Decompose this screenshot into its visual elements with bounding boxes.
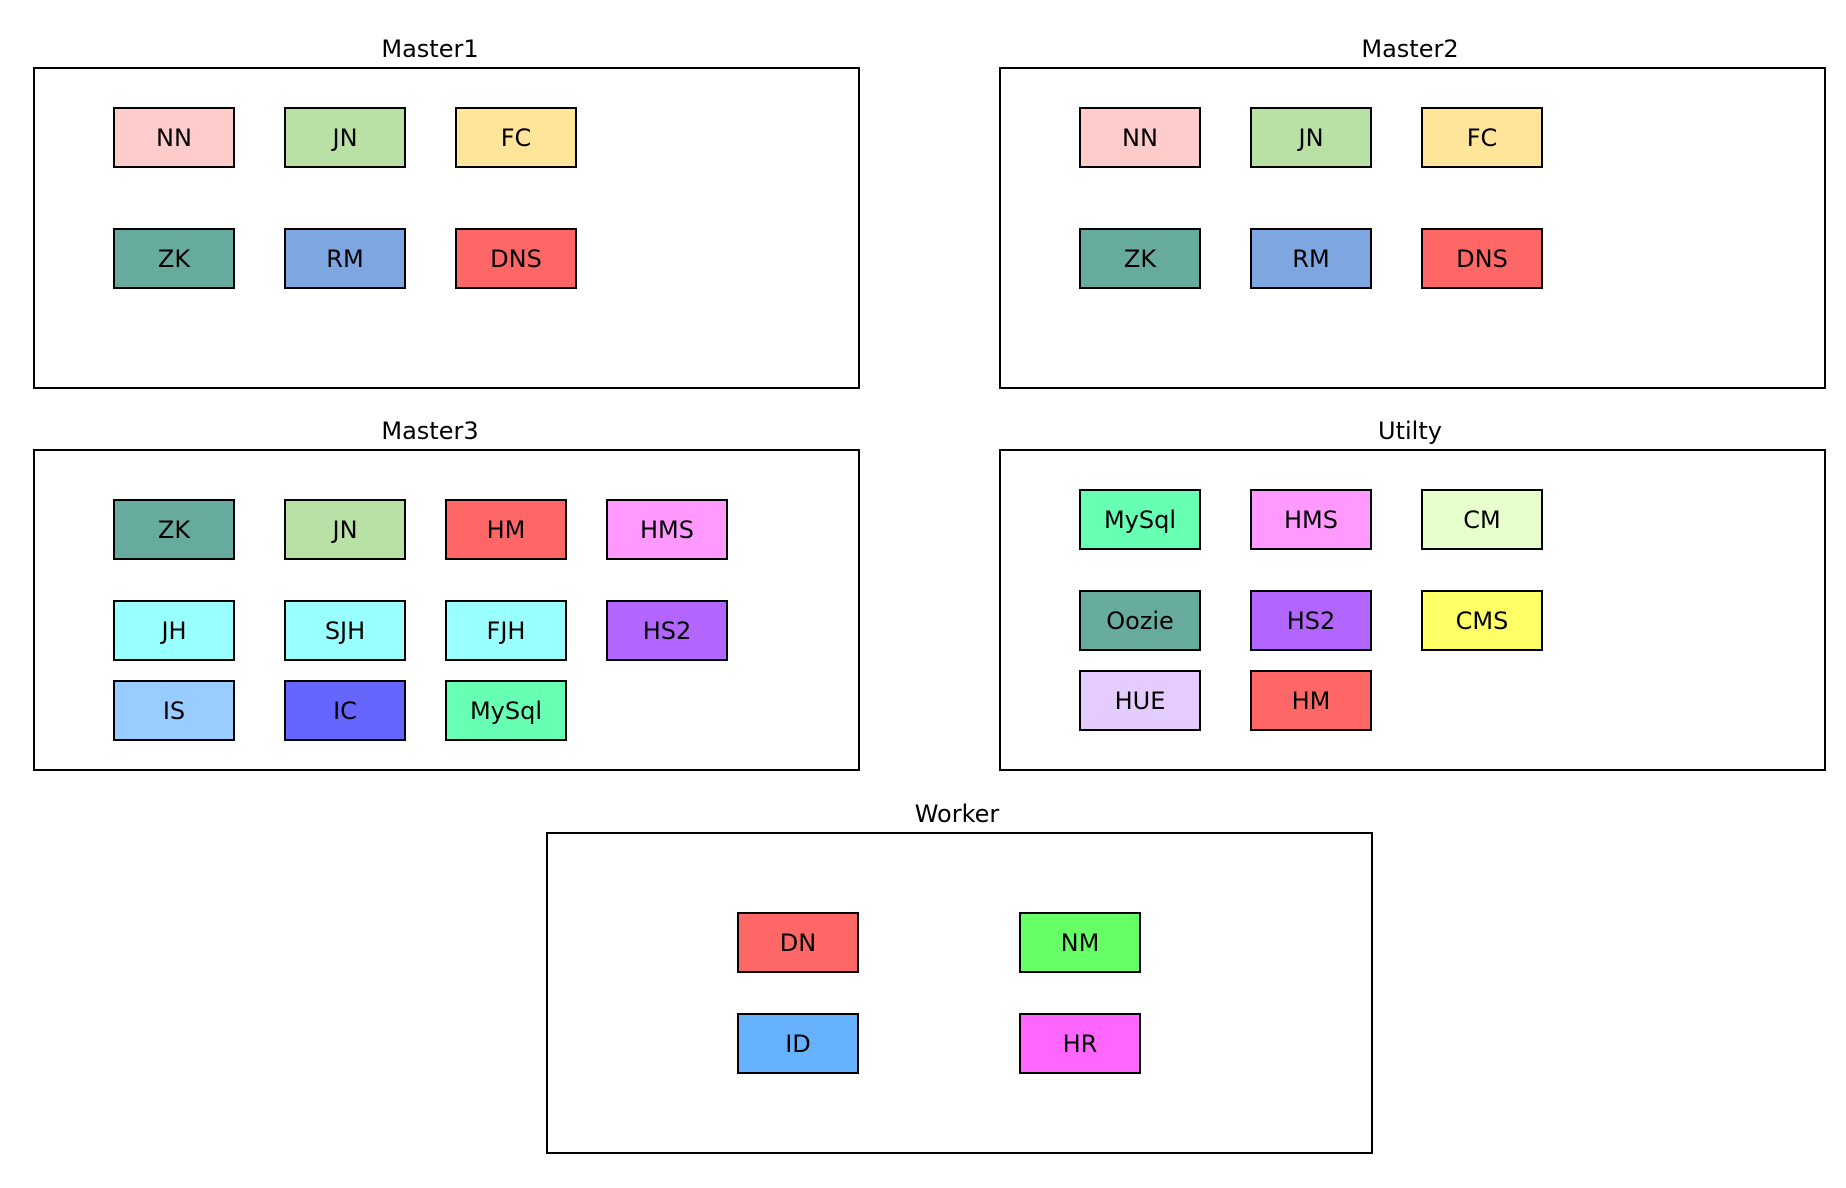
service-node-cms: CMS <box>1421 590 1543 651</box>
service-node-mysql: MySql <box>1079 489 1201 550</box>
service-node-hr: HR <box>1019 1013 1141 1074</box>
group-title-master2: Master2 <box>1361 35 1459 63</box>
service-node-dn: DN <box>737 912 859 973</box>
service-node-is: IS <box>113 680 235 741</box>
service-node-jh: JH <box>113 600 235 661</box>
service-node-rm: RM <box>1250 228 1372 289</box>
service-node-zk: ZK <box>113 228 235 289</box>
service-node-jn: JN <box>284 107 406 168</box>
service-node-fc: FC <box>455 107 577 168</box>
service-node-ic: IC <box>284 680 406 741</box>
group-title-utility: Utilty <box>1378 417 1442 445</box>
service-node-hms: HMS <box>1250 489 1372 550</box>
service-node-zk: ZK <box>113 499 235 560</box>
service-node-nn: NN <box>113 107 235 168</box>
service-node-hm: HM <box>445 499 567 560</box>
service-node-nm: NM <box>1019 912 1141 973</box>
service-node-dns: DNS <box>455 228 577 289</box>
service-node-hue: HUE <box>1079 670 1201 731</box>
service-node-nn: NN <box>1079 107 1201 168</box>
service-node-hm: HM <box>1250 670 1372 731</box>
service-node-hms: HMS <box>606 499 728 560</box>
service-node-dns: DNS <box>1421 228 1543 289</box>
group-title-master3: Master3 <box>381 417 479 445</box>
service-node-sjh: SJH <box>284 600 406 661</box>
service-node-oozie: Oozie <box>1079 590 1201 651</box>
group-box-worker <box>546 832 1373 1154</box>
service-node-rm: RM <box>284 228 406 289</box>
group-title-master1: Master1 <box>381 35 479 63</box>
group-title-worker: Worker <box>914 800 1000 828</box>
service-node-fc: FC <box>1421 107 1543 168</box>
service-node-zk: ZK <box>1079 228 1201 289</box>
service-node-fjh: FJH <box>445 600 567 661</box>
service-node-hs2: HS2 <box>606 600 728 661</box>
service-node-cm: CM <box>1421 489 1543 550</box>
service-node-jn: JN <box>284 499 406 560</box>
service-node-id: ID <box>737 1013 859 1074</box>
service-node-mysql: MySql <box>445 680 567 741</box>
service-node-jn: JN <box>1250 107 1372 168</box>
service-node-hs2: HS2 <box>1250 590 1372 651</box>
